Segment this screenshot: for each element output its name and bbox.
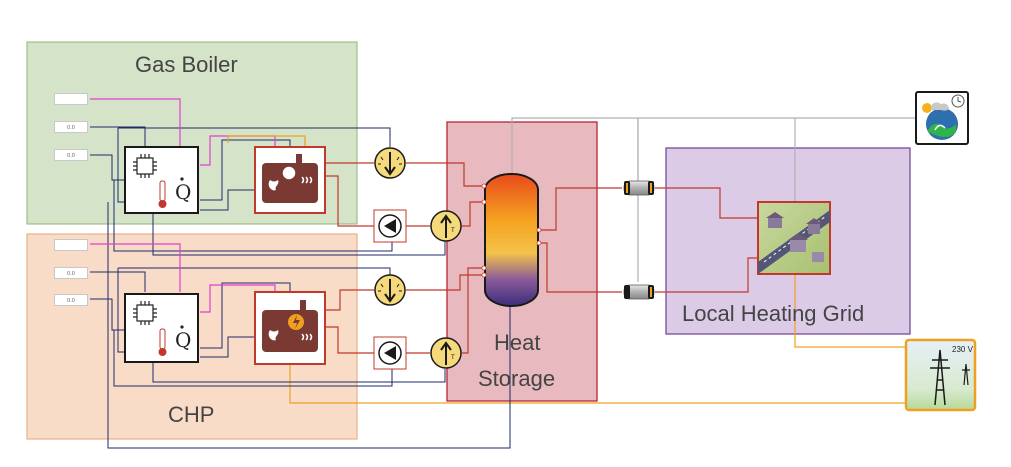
pump-top[interactable]	[373, 209, 407, 243]
svg-text:T: T	[450, 354, 455, 361]
param-input[interactable]	[54, 93, 88, 105]
control-lines	[90, 126, 511, 449]
power-grid-icon[interactable]: 230 V	[904, 338, 977, 412]
voltage-label: 230 V	[952, 345, 974, 354]
param-input[interactable]: 0.0	[54, 121, 88, 133]
weather-data-icon[interactable]	[915, 91, 969, 145]
thermometer-icon	[158, 180, 167, 208]
heat-storage-label-line2: Storage	[478, 366, 556, 391]
gas-boiler-unit[interactable]	[254, 146, 326, 214]
svg-text:T: T	[450, 227, 455, 234]
heat-lines	[325, 162, 758, 354]
chip-icon	[133, 301, 157, 325]
temperature-sensor-bottom[interactable]: T	[430, 337, 462, 369]
param-input[interactable]: 0.0	[54, 267, 88, 279]
pipe-bottom[interactable]	[623, 284, 655, 300]
pipe-top[interactable]	[623, 180, 655, 196]
gas-boiler-label: Gas Boiler	[135, 52, 238, 77]
pump-bottom[interactable]	[373, 336, 407, 370]
heat-storage-label-line1: Heat	[494, 330, 541, 355]
param-input[interactable]: 0.0	[54, 149, 88, 161]
gas-boiler-fuel-line	[227, 135, 306, 147]
chp-unit[interactable]	[254, 291, 326, 365]
heat-storage-tank[interactable]	[481, 173, 542, 307]
heating-grid-district[interactable]	[757, 201, 831, 275]
flow-sensor-bottom[interactable]	[374, 274, 406, 306]
svg-text:Q: Q	[175, 328, 191, 352]
param-input[interactable]	[54, 239, 88, 251]
weather-lines	[511, 117, 917, 282]
chp-label: CHP	[168, 402, 215, 427]
param-input[interactable]: 0.0	[54, 294, 88, 306]
gas-boiler-controller[interactable]: Q	[124, 146, 199, 214]
local-heating-grid-label: Local Heating Grid	[682, 301, 865, 326]
svg-text:Q: Q	[175, 180, 191, 204]
chp-controller[interactable]: Q	[124, 293, 199, 363]
thermometer-icon	[158, 328, 167, 356]
flow-sensor-top[interactable]	[374, 147, 406, 179]
chip-icon	[133, 154, 157, 178]
electric-lines	[289, 275, 905, 404]
signal-lines	[90, 98, 276, 313]
temperature-sensor-top[interactable]: T	[430, 210, 462, 242]
